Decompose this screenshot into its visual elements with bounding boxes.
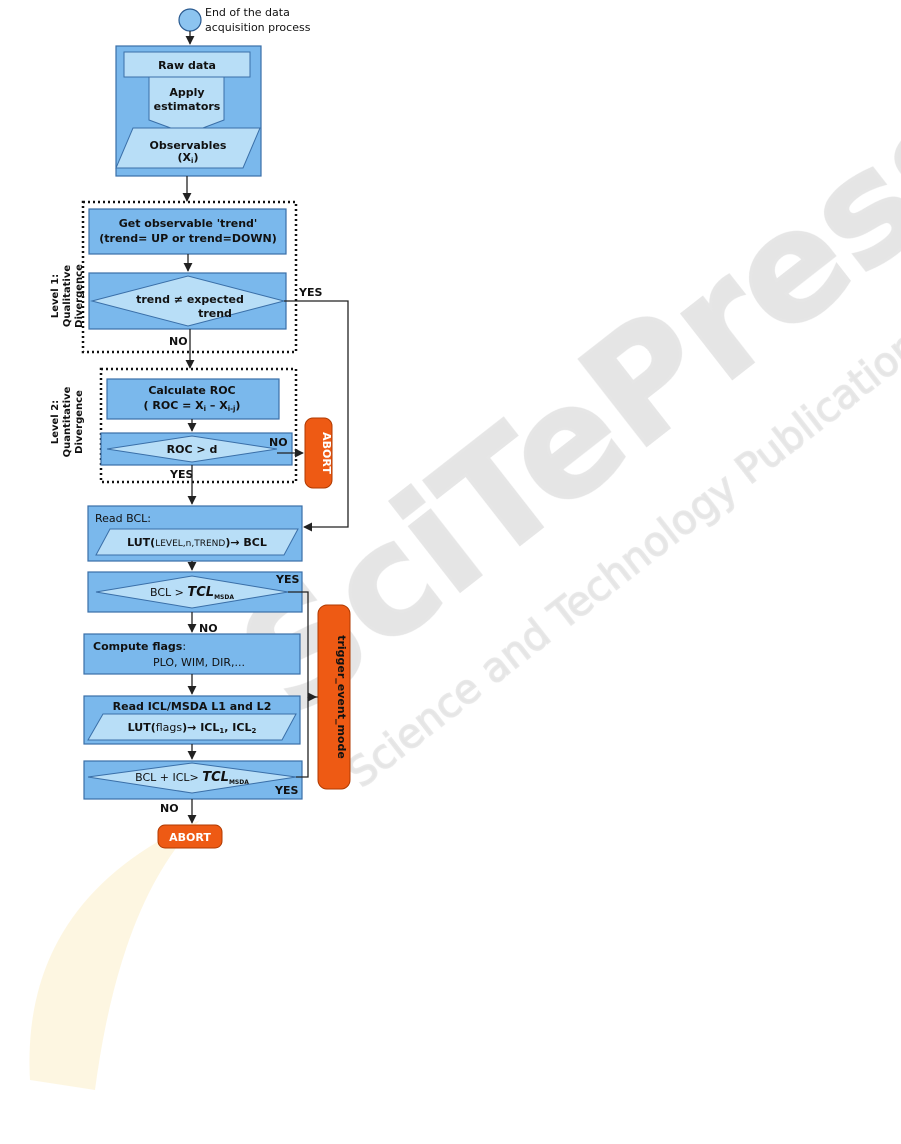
observables-label-line2: (Xi) [178,151,199,165]
calc-roc-line2: ( ROC = Xi – Xi-j) [144,399,241,413]
bcl-decision-label: BCL > TCLMSDA [150,585,234,601]
raw-data-box [123,51,251,78]
apply-estimators-shape [148,76,225,135]
start-label-line2: acquisition process [205,21,311,34]
svg-text:Divergence: Divergence [74,390,85,454]
icl-decision-label: BCL + ICL> TCLMSDA [135,770,249,786]
svg-text:Qualitative: Qualitative [62,265,73,327]
level1-yes-label: YES [298,286,322,299]
trigger-event-mode-label: trigger_event_mode [335,635,348,759]
observables-parallelogram [115,127,261,169]
level1-no-label: NO [169,335,188,348]
svg-text:Level 2:: Level 2: [50,400,61,444]
abort-bottom [157,824,223,849]
svg-text:Quantitative: Quantitative [62,386,73,457]
get-trend-line2: (trend= UP or trend=DOWN) [99,232,276,245]
get-trend-box [88,208,287,255]
level1-container [81,200,298,354]
icl-no-label: NO [160,802,179,815]
observables-label-line1: Observables [150,139,227,152]
svg-text:Level 1:: Level 1: [50,274,61,318]
level2-no-label: NO [269,436,288,449]
read-icl-title: Read ICL/MSDA L1 and L2 [113,700,272,713]
svg-text:Divergence: Divergence [74,264,85,328]
level1-label: Level 1: Qualitative Divergence [50,264,85,328]
roc-decision-diamond [106,435,278,463]
connector-icl-yes [296,697,309,778]
get-trend-line1: Get observable 'trend' [119,217,258,230]
watermark-swoosh [29,820,201,1090]
read-bcl-title: Read BCL: [95,512,151,525]
start-node [178,8,202,32]
calc-roc-line1: Calculate ROC [148,384,235,397]
compute-flags-box [83,633,301,675]
level2-label: Level 2: Quantitative Divergence [50,386,85,457]
acquisition-block: Raw data Apply estimators Observables (X… [115,45,262,177]
compute-flags-title: Compute flags: [93,640,186,653]
apply-label-line1: Apply [169,86,204,99]
trigger-event-mode-box [317,604,351,790]
roc-decision-label: ROC > d [167,443,218,456]
read-bcl-lut-label: LUT(LEVEL,n,TREND)→ BCL [127,536,267,549]
apply-label-line2: estimators [154,100,221,113]
trend-decision-line1: trend ≠ expected [136,293,244,306]
icl-yes-label: YES [274,784,298,797]
compute-flags-list: PLO, WIM, DIR,... [153,656,245,669]
read-bcl-lut-parallelogram [95,528,299,556]
read-icl-lut-parallelogram [87,713,297,741]
read-icl-lut-label: LUT(flags)→ ICL1, ICL2 [128,721,257,735]
abort-bottom-label: ABORT [169,831,211,844]
level2-container [99,367,298,484]
calc-roc-box [106,378,280,420]
connector-level1-yes [284,300,349,532]
bcl-yes-label: YES [275,573,299,586]
raw-data-label: Raw data [158,59,216,72]
trend-decision-line2: trend [198,307,232,320]
abort-top [304,417,333,489]
abort-top-label: ABORT [320,432,333,474]
bcl-no-label: NO [199,622,218,635]
start-label-line1: End of the data [205,6,290,19]
level2-yes-label: YES [169,468,193,481]
